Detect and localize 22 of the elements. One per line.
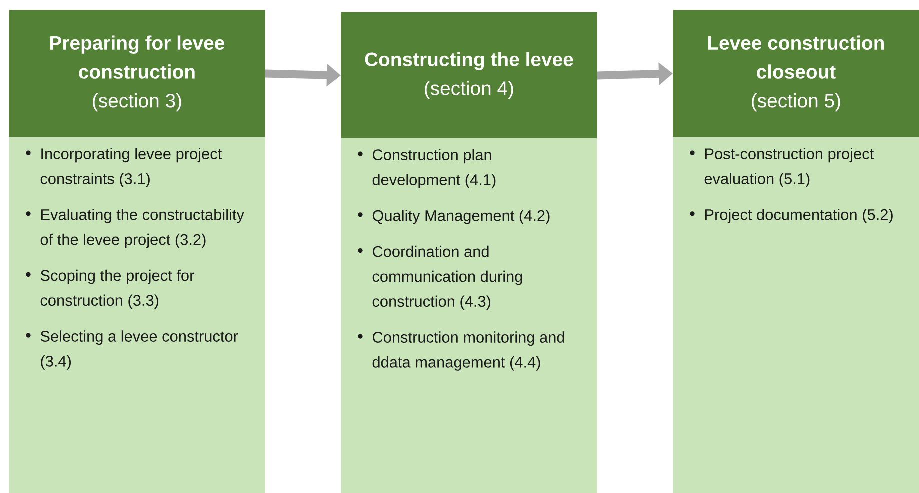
bullet-item: Construction monitoring and ddata management (4.4) xyxy=(358,332,564,371)
bullet-item: Incorporating levee project constraints (3.1) xyxy=(26,148,222,188)
header-box xyxy=(673,10,919,138)
content-box xyxy=(673,137,919,493)
bullet-item: Coordination and communication during construction (4.3) xyxy=(358,246,522,310)
bullet-item: Selecting a levee constructor (3.4) xyxy=(26,330,238,370)
section-label: (section 5) xyxy=(752,94,840,112)
bullet-item: Evaluating the constructability of the levee project (3.2) xyxy=(26,209,244,248)
header-title: Constructing the levee xyxy=(365,52,574,70)
section-label: (section 4) xyxy=(425,81,514,100)
content-box xyxy=(9,137,266,493)
bullet-item: Scoping the project for construction (3.3) xyxy=(26,270,194,310)
header-box xyxy=(341,12,598,140)
header-title: Levee construction closeout xyxy=(708,36,884,79)
section-label: (section 3) xyxy=(93,94,182,112)
bullet-item: Quality Management (4.2) xyxy=(358,210,550,224)
content-box xyxy=(341,138,598,493)
bullet-item: Post-construction project evaluation (5.1) xyxy=(690,148,874,188)
bullet-item: Construction plan development (4.1) xyxy=(358,149,496,188)
header-box xyxy=(9,10,266,138)
header-title: Preparing for levee construction xyxy=(50,36,225,79)
bullet-item: Project documentation (5.2) xyxy=(690,209,893,224)
